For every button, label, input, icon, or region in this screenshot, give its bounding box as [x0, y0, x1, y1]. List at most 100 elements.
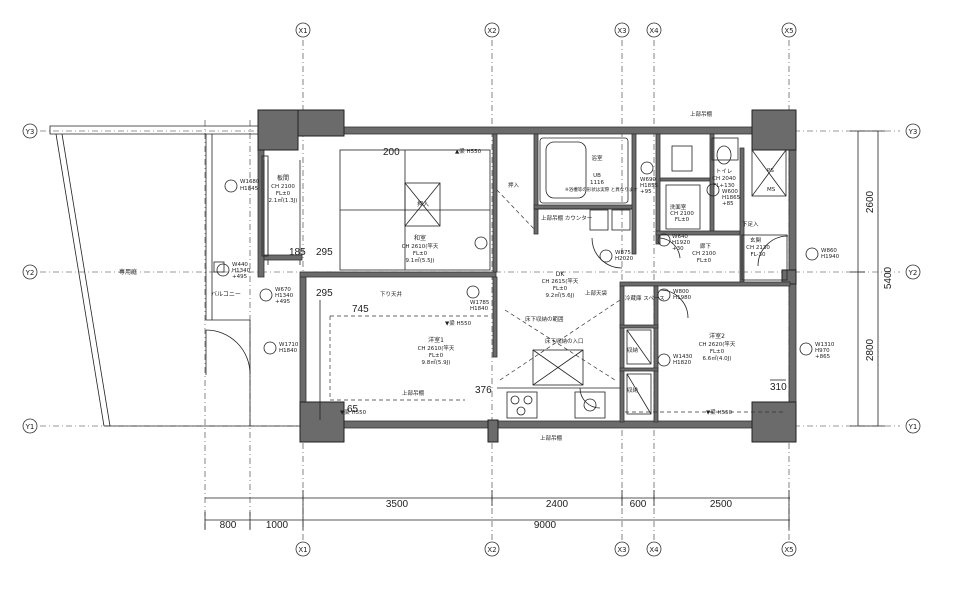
- dim-600: 600: [630, 499, 647, 510]
- engawa-name: 板間: [277, 174, 289, 182]
- svg-text:W690: W690: [640, 177, 656, 183]
- svg-text:H1845: H1845: [240, 186, 259, 192]
- engawa-line-3: 2.1㎡(1.3J): [269, 196, 298, 204]
- grid-bubbles-left: Y3 Y2 Y1: [22, 123, 38, 434]
- svg-text:H1980: H1980: [673, 295, 692, 301]
- grid-x3-bottom: X3: [617, 546, 626, 554]
- dim-9000: 9000: [534, 520, 557, 531]
- svg-text:W1680: W1680: [240, 179, 260, 185]
- grid-y2-left: Y2: [25, 269, 35, 277]
- toilet-upper-shelf: 上部吊棚: [690, 110, 713, 118]
- dim-310: 310: [770, 382, 787, 393]
- washitsu-line-2: FL±0: [413, 251, 428, 257]
- storage-2: 収納: [627, 386, 639, 394]
- toilet-line-1: CH 2040: [712, 176, 736, 182]
- grid-y1-right: Y1: [908, 423, 918, 431]
- dimensions-bottom: 3500 2400 600 2500 9000 800 1000: [204, 490, 790, 531]
- dim-5400: 5400: [883, 266, 894, 289]
- grid-x3-top: X3: [617, 27, 626, 35]
- upper-cabinet-counter: 上部吊棚 カウンター: [541, 214, 592, 222]
- ub-name: 浴室: [591, 154, 603, 162]
- svg-text:H1855: H1855: [640, 183, 659, 189]
- bath-note: ※浴槽等の形状は実際 と異なります: [565, 186, 638, 193]
- washitsu-line-1: CH 2610(竿天: [402, 242, 439, 250]
- rouka-line-2: FL±0: [697, 258, 712, 264]
- interior-walls: [263, 133, 791, 423]
- svg-text:H1865: H1865: [722, 195, 741, 201]
- window-tag: W875 H2020: [599, 249, 634, 263]
- yoshitsu1-line-1: CH 2610(竿天: [418, 344, 455, 352]
- svg-text:H1840: H1840: [279, 348, 298, 354]
- rouka-line-1: CH 2100: [692, 251, 716, 257]
- ceiling-drop-label: 下り天井: [380, 290, 403, 298]
- window-tag: W800 H1980: [657, 288, 692, 302]
- rouka-name: 廊下: [700, 242, 712, 250]
- grid-bubbles-bottom: X1 X2 X3 X4 X5: [295, 541, 797, 557]
- svg-text:H970: H970: [815, 348, 830, 354]
- dim-745: 745: [352, 304, 369, 315]
- dim-1000: 1000: [266, 520, 289, 531]
- room-bath: 浴室 UB 1116 ※浴槽等の形状は実際 と異なります: [539, 137, 638, 204]
- window-tag: W860 H1940: [805, 247, 840, 261]
- dim-295-a: 295: [316, 247, 333, 258]
- garden-label: 専用庭: [119, 268, 137, 276]
- svg-text:W670: W670: [275, 287, 291, 293]
- washitsu-dim-200: 200: [383, 147, 400, 158]
- yoshitsu1-upper-shelf: 上部吊棚: [402, 389, 425, 397]
- room-washitsu: 押入 和室 CH 2610(竿天 FL±0 9.1㎡(5.5J) ▲梁 H550…: [289, 147, 491, 271]
- room-engawa: 板間 CH 2100 FL±0 2.1㎡(1.3J): [261, 155, 298, 257]
- genkan-line-2: FL-30: [750, 252, 766, 258]
- room-yoshitsu2: 洋室2 CH 2620(竿天 FL±0 6.6㎡(4.0J) ▼梁 H550 冷…: [625, 294, 787, 416]
- svg-text:+495: +495: [232, 274, 248, 280]
- window-tag: W1430 H1820: [657, 353, 693, 367]
- grid-y3-left: Y3: [25, 128, 35, 136]
- dk-line-1: CH 2615(竿天: [542, 277, 579, 285]
- washitsu-pole-label: 押入: [417, 200, 429, 208]
- washitsu-name: 和室: [414, 234, 426, 242]
- dim-2400: 2400: [546, 499, 569, 510]
- svg-text:H2020: H2020: [615, 256, 634, 262]
- dk-storage-label: 押入: [508, 181, 520, 189]
- dim-3500: 3500: [386, 499, 409, 510]
- ub-line-1: UB: [593, 173, 601, 179]
- room-dk: DK CH 2615(竿天 FL±0 9.2㎡(5.6J) 床下収納の範囲 床下…: [496, 181, 631, 442]
- senmen-name: 洗面室: [670, 203, 687, 211]
- svg-text:W440: W440: [232, 262, 248, 268]
- svg-text:H1340: H1340: [232, 268, 251, 274]
- yoshitsu1-beam: ▼梁 H550: [445, 319, 472, 327]
- svg-text:+865: +865: [815, 354, 831, 360]
- ub-line-2: 1116: [590, 180, 604, 186]
- window-tag: W1710 H1840: [263, 341, 299, 355]
- svg-text:W600: W600: [722, 189, 738, 195]
- grid-x5-bottom: X5: [784, 546, 793, 554]
- svg-text:W1430: W1430: [673, 354, 693, 360]
- grid-x5-top: X5: [784, 27, 793, 35]
- grid-x2-bottom: X2: [487, 546, 496, 554]
- engawa-line-1: CH 2100: [271, 184, 295, 190]
- dim-2600: 2600: [865, 190, 876, 213]
- yoshitsu1-line-2: FL±0: [429, 353, 444, 359]
- svg-text:W1785: W1785: [470, 300, 490, 306]
- ms-label: MS: [767, 187, 776, 193]
- shoe-space: 冷蔵庫 スペース: [625, 294, 665, 302]
- underfloor-entry: 床下収納の入口: [545, 337, 584, 345]
- dk-line-2: FL±0: [553, 286, 568, 292]
- grid-x2-top: X2: [487, 27, 496, 35]
- yoshitsu1-name: 洋室1: [428, 336, 444, 344]
- room-yoshitsu1: 下り天井 ▼梁 H550 洋室1 CH 2610(竿天 FL±0 9.8㎡(5.…: [316, 288, 492, 420]
- dimensions-right: 2600 2800 5400: [850, 130, 894, 427]
- yoshitsu2-name: 洋室2: [709, 332, 725, 340]
- svg-text:H1840: H1840: [470, 306, 489, 312]
- balcony-area: 専用庭 バルコニー: [49, 125, 300, 427]
- dim-2500: 2500: [710, 499, 733, 510]
- svg-text:H1940: H1940: [821, 254, 840, 260]
- washitsu-beam: ▲梁 H550: [455, 147, 482, 155]
- dim-800: 800: [220, 520, 237, 531]
- dim-2800: 2800: [865, 338, 876, 361]
- toilet-name: トイレ: [716, 169, 733, 175]
- window-tag: W640 H1920 +30: [657, 233, 691, 252]
- room-wet-area: 洗面室 CH 2100 FL±0 トイレ CH 2040 FL+130 上部吊棚…: [665, 110, 788, 281]
- grid-x4-bottom: X4: [649, 546, 659, 554]
- svg-text:+85: +85: [722, 201, 734, 207]
